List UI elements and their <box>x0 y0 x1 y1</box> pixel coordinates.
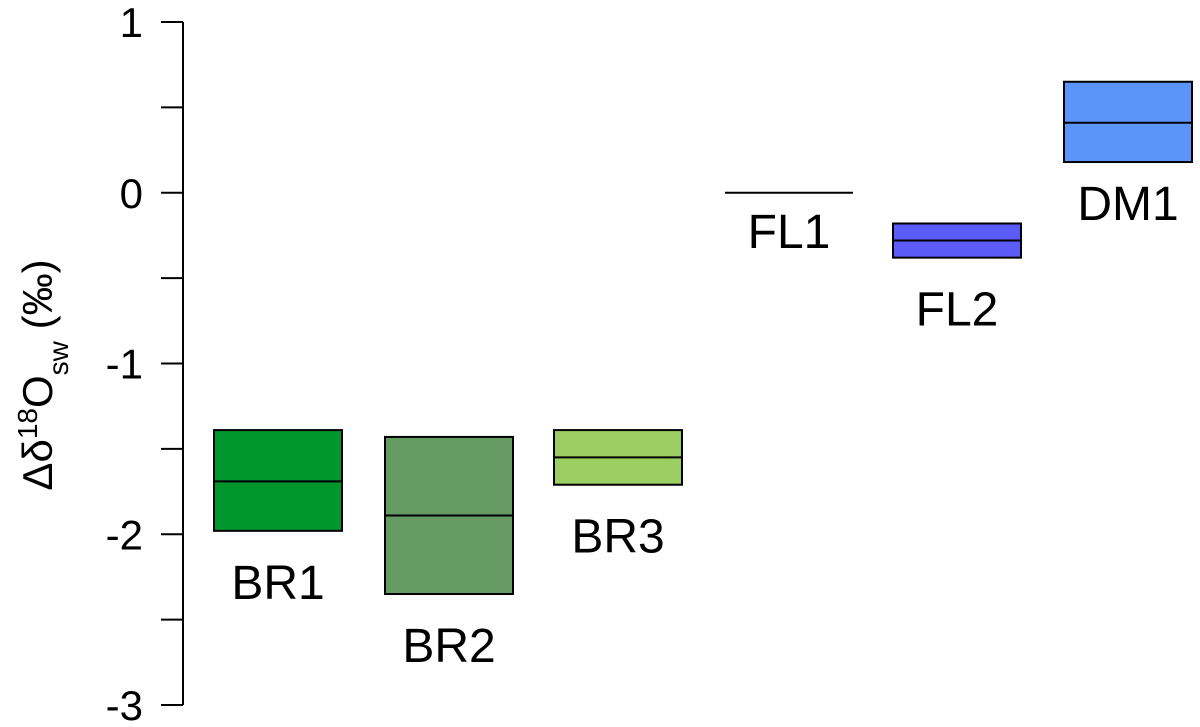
y-label-delta: Δδ <box>14 439 61 490</box>
y-label-main: O <box>14 375 61 408</box>
y-axis: 1 0 -1 -2 -3 <box>106 0 184 727</box>
y-tick-label: -3 <box>106 682 143 727</box>
y-tick-label: -2 <box>106 511 143 558</box>
y-tick-label: -1 <box>106 341 143 388</box>
box-label-FL1: FL1 <box>748 206 831 259</box>
y-label-sub: sw <box>43 340 74 375</box>
y-tick-label: 1 <box>120 0 143 46</box>
box-label-BR2: BR2 <box>402 620 495 673</box>
y-tick-label: 0 <box>120 170 143 217</box>
y-label-unit: (‰) <box>14 259 61 341</box>
box-label-BR1: BR1 <box>231 557 324 610</box>
y-label-sup: 18 <box>12 408 43 439</box>
box-label-FL2: FL2 <box>916 284 999 337</box>
box-label-DM1: DM1 <box>1077 178 1178 231</box>
y-axis-label: Δδ18Osw (‰) <box>12 259 74 490</box>
box-label-BR3: BR3 <box>571 511 664 564</box>
